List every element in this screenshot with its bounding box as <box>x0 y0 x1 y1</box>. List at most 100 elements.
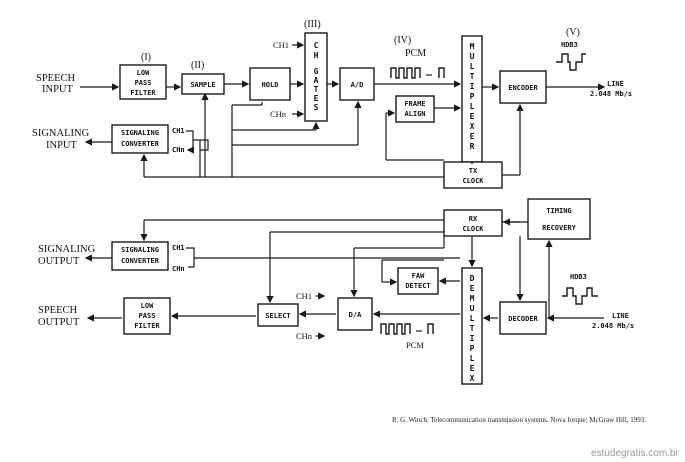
timing-recovery-box <box>527 198 591 240</box>
demux-l6: I <box>470 334 475 343</box>
watermark: estudegratis.com.br <box>591 448 679 459</box>
stage-2-label: (II) <box>191 60 204 71</box>
demultiplexer-box <box>461 267 483 385</box>
faw-text-1: FAW <box>412 272 425 280</box>
ch-gates-t: T <box>314 85 319 94</box>
mux-l5: P <box>470 92 475 101</box>
signaling-input-label-2: INPUT <box>46 140 78 151</box>
mux-l0: M <box>470 42 475 51</box>
tx-pcm-label: PCM <box>405 48 426 59</box>
da-box <box>337 297 373 331</box>
demux-l8: L <box>470 354 475 363</box>
rx-pcm-waveform-end <box>427 323 434 334</box>
tx-lowpass-text-2: PASS <box>135 79 152 87</box>
rx-sig-loop <box>186 247 195 268</box>
demux-l2: M <box>470 294 475 303</box>
demux-l10: X <box>470 374 475 383</box>
hold-text: HOLD <box>262 81 279 89</box>
decoder-text: DECODER <box>508 315 538 323</box>
faw-detect-box <box>397 267 439 295</box>
signaling-output-label-2: OUTPUT <box>38 256 80 267</box>
demux-l7: P <box>470 344 475 353</box>
ch-gates-e: E <box>314 94 319 103</box>
mux-l4: I <box>470 82 475 91</box>
rx-sig-ch1: CH1 <box>172 244 185 252</box>
multiplexer-letters: M U L T I P L E X E R <box>470 42 475 151</box>
rx-sig-chn: CHn <box>172 265 185 273</box>
tx-clock-text-2: CLOCK <box>462 177 484 185</box>
stage-3-label: (III) <box>304 19 321 30</box>
stage-1-label: (I) <box>141 52 151 63</box>
rx-line-text-1: LINE <box>612 312 629 320</box>
tx-hdb3-waveform <box>556 53 586 71</box>
ch-gates-c: C <box>314 41 319 50</box>
tx-line-text-2: 2.048 Mb/s <box>590 90 632 98</box>
rx-line-text-2: 2.048 Mb/s <box>592 322 634 330</box>
tx-sig-conv-text-2: CONVERTER <box>121 140 160 148</box>
select-text: SELECT <box>265 312 290 320</box>
encoder-text: ENCODER <box>508 84 538 92</box>
mux-l10: R <box>470 142 475 151</box>
stage-4-label: (IV) <box>394 35 411 46</box>
timing-text-2: RECOVERY <box>542 224 577 232</box>
rx-sig-conv-text-2: CONVERTER <box>121 257 160 265</box>
ad-text: A/D <box>351 81 364 89</box>
ch-gates-s: S <box>314 103 319 112</box>
mux-l3: T <box>470 72 475 81</box>
ch-gates-box <box>304 32 328 122</box>
rx-lowpass-text-3: FILTER <box>134 322 160 330</box>
decoder-box <box>499 301 547 335</box>
rx-signaling-converter-box <box>111 241 169 271</box>
rx-sig-conv-text-1: SIGNALING <box>121 246 159 254</box>
signaling-output-label-1: SIGNALING <box>38 244 96 255</box>
speech-output-label-1: SPEECH <box>38 305 78 316</box>
mux-l1: U <box>470 52 475 61</box>
frame-align-box <box>395 95 435 123</box>
sample-text: SAMPLE <box>190 81 215 89</box>
tx-sig-ch1: CH1 <box>172 127 185 135</box>
tx-pcm-waveform <box>390 67 421 79</box>
tx-chn-label: CHn <box>270 109 287 119</box>
tx-lowpass-filter-box <box>119 64 167 100</box>
rx-clock-text-1: RX <box>469 215 478 223</box>
frame-align-text-2: ALIGN <box>404 110 425 118</box>
rx-hdb3-label: HDB3 <box>570 273 587 281</box>
mux-l9: E <box>470 132 475 141</box>
ch-gates-h: H <box>314 51 319 60</box>
rx-clock-box <box>443 209 503 237</box>
tx-clock-box <box>443 161 503 189</box>
da-text: D/A <box>349 311 362 319</box>
rx-hdb3-waveform <box>562 287 598 305</box>
demux-l9: E <box>470 364 475 373</box>
stage-5-label: (V) <box>566 27 580 38</box>
timing-text-1: TIMING <box>546 207 571 215</box>
rx-lowpass-filter-box <box>123 297 171 335</box>
signaling-input-label-1: SIGNALING <box>32 128 90 139</box>
tx-signaling-converter-box <box>111 124 169 154</box>
speech-input-label-2: INPUT <box>42 84 74 95</box>
tx-sig-chn: CHn <box>172 146 185 154</box>
demux-l3: U <box>470 304 475 313</box>
rx-chn-label: CHn <box>296 331 313 341</box>
rx-pcm-waveform <box>380 323 411 335</box>
mux-l2: L <box>470 62 475 71</box>
speech-output-label-2: OUTPUT <box>38 317 80 328</box>
rx-clock-text-2: CLOCK <box>462 225 484 233</box>
rx-lowpass-text-2: PASS <box>139 312 156 320</box>
demux-l0: D <box>470 274 475 283</box>
tx-sig-loop <box>186 130 194 154</box>
ch-gates-letters: C H G A T E S <box>314 41 319 112</box>
demux-l1: E <box>470 284 475 293</box>
rx-pcm-label: PCM <box>406 340 424 350</box>
select-box <box>257 303 299 327</box>
source-caption: R. G. Winch. Telecommunication transmiss… <box>392 416 646 424</box>
ad-box <box>339 67 375 101</box>
ch-gates-a: A <box>314 76 319 85</box>
demux-l4: L <box>470 314 475 323</box>
demultiplexer-letters: D E M U L T I P L E X <box>470 274 475 383</box>
tx-pcm-waveform-end <box>438 67 445 78</box>
mux-l7: E <box>470 112 475 121</box>
frame-align-text-1: FRAME <box>404 100 425 108</box>
tx-lowpass-text-3: FILTER <box>130 89 156 97</box>
